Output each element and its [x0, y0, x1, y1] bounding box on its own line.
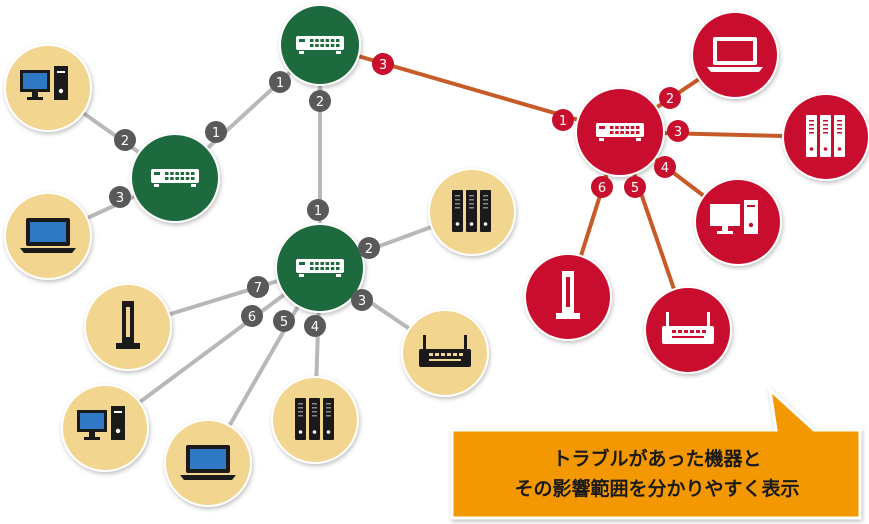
network-switch-icon [296, 36, 344, 54]
port-badge: 2 [114, 129, 136, 151]
port-badge: 2 [358, 237, 380, 259]
port-number: 3 [379, 58, 387, 73]
desktop-pc-icon [20, 66, 68, 100]
switch-node-sw-trouble[interactable] [575, 87, 665, 177]
desktop-pc-icon [77, 406, 125, 440]
port-badge: 2 [659, 87, 681, 109]
device-node-dev-desktop-bottom[interactable] [61, 384, 149, 472]
port-badge: 3 [109, 186, 131, 208]
device-node-dev-server-center[interactable] [428, 168, 516, 256]
callout-text: トラブルがあった機器と その影響範囲を分かりやすく表示 [455, 430, 859, 518]
port-badge: 3 [667, 120, 689, 142]
tower-server-icon [556, 271, 580, 319]
port-badge: 5 [273, 310, 295, 332]
port-number: 4 [661, 161, 669, 176]
device-node-dev-tower-center[interactable] [84, 283, 172, 371]
port-badge: 3 [372, 53, 394, 75]
server-rack-icon [295, 398, 334, 440]
port-number: 2 [666, 92, 674, 107]
port-number: 1 [212, 126, 220, 141]
port-badge: 1 [269, 71, 291, 93]
switch-node-sw-top[interactable] [279, 4, 361, 86]
port-badge: 2 [309, 90, 331, 112]
port-number: 6 [248, 310, 256, 325]
switch-node-sw-left[interactable] [130, 133, 220, 223]
callout-bubble [450, 386, 862, 520]
port-badge: 6 [241, 305, 263, 327]
laptop-icon [20, 218, 76, 253]
callout-line-2: その影響範囲を分かりやすく表示 [514, 478, 800, 500]
port-badge: 4 [654, 156, 676, 178]
link-sw-top-sw-trouble [319, 43, 621, 134]
device-node-dev-server-trouble[interactable] [782, 93, 869, 181]
server-rack-icon [806, 115, 845, 157]
device-node-dev-desktop-left[interactable] [4, 44, 92, 132]
network-switch-icon [151, 169, 199, 187]
port-number: 2 [365, 242, 373, 257]
port-number: 2 [316, 95, 324, 110]
port-number: 3 [674, 125, 682, 140]
callout-line-1: トラブルがあった機器と [552, 448, 762, 470]
port-number: 1 [314, 204, 322, 219]
port-badge: 4 [304, 315, 326, 337]
port-number: 2 [121, 134, 129, 149]
port-number: 3 [116, 191, 124, 206]
port-number: 5 [280, 315, 288, 330]
callout-shape [450, 386, 862, 520]
tower-server-icon [116, 301, 140, 349]
switch-node-sw-center[interactable] [275, 223, 365, 313]
port-number: 6 [598, 181, 606, 196]
device-node-dev-router-trouble[interactable] [644, 286, 732, 374]
port-number: 1 [559, 114, 567, 129]
desktop-pc-icon [710, 200, 758, 234]
port-number: 7 [254, 281, 262, 296]
port-badge: 1 [552, 109, 574, 131]
port-badge: 7 [247, 276, 269, 298]
port-number: 1 [276, 76, 284, 91]
router-icon [419, 335, 471, 367]
server-rack-icon [452, 190, 491, 232]
router-icon [662, 312, 714, 344]
port-number: 5 [631, 181, 639, 196]
port-badge: 1 [205, 121, 227, 143]
device-node-dev-router-center[interactable] [401, 309, 489, 397]
port-badge: 3 [351, 289, 373, 311]
laptop-icon [180, 445, 236, 480]
device-node-dev-desktop-trouble[interactable] [694, 178, 782, 266]
port-number: 4 [311, 320, 319, 335]
network-switch-icon [596, 123, 644, 141]
port-number: 3 [358, 294, 366, 309]
network-switch-icon [296, 259, 344, 277]
device-node-dev-tower-trouble[interactable] [524, 253, 612, 341]
device-node-dev-laptop-bottom[interactable] [164, 419, 252, 507]
laptop-icon [707, 37, 763, 72]
port-badge: 5 [624, 176, 646, 198]
port-badge: 1 [307, 199, 329, 221]
port-badge: 6 [591, 176, 613, 198]
device-node-dev-laptop-trouble[interactable] [691, 11, 779, 99]
device-node-dev-laptop-left[interactable] [4, 192, 92, 280]
device-node-dev-server-bottom[interactable] [271, 376, 359, 464]
